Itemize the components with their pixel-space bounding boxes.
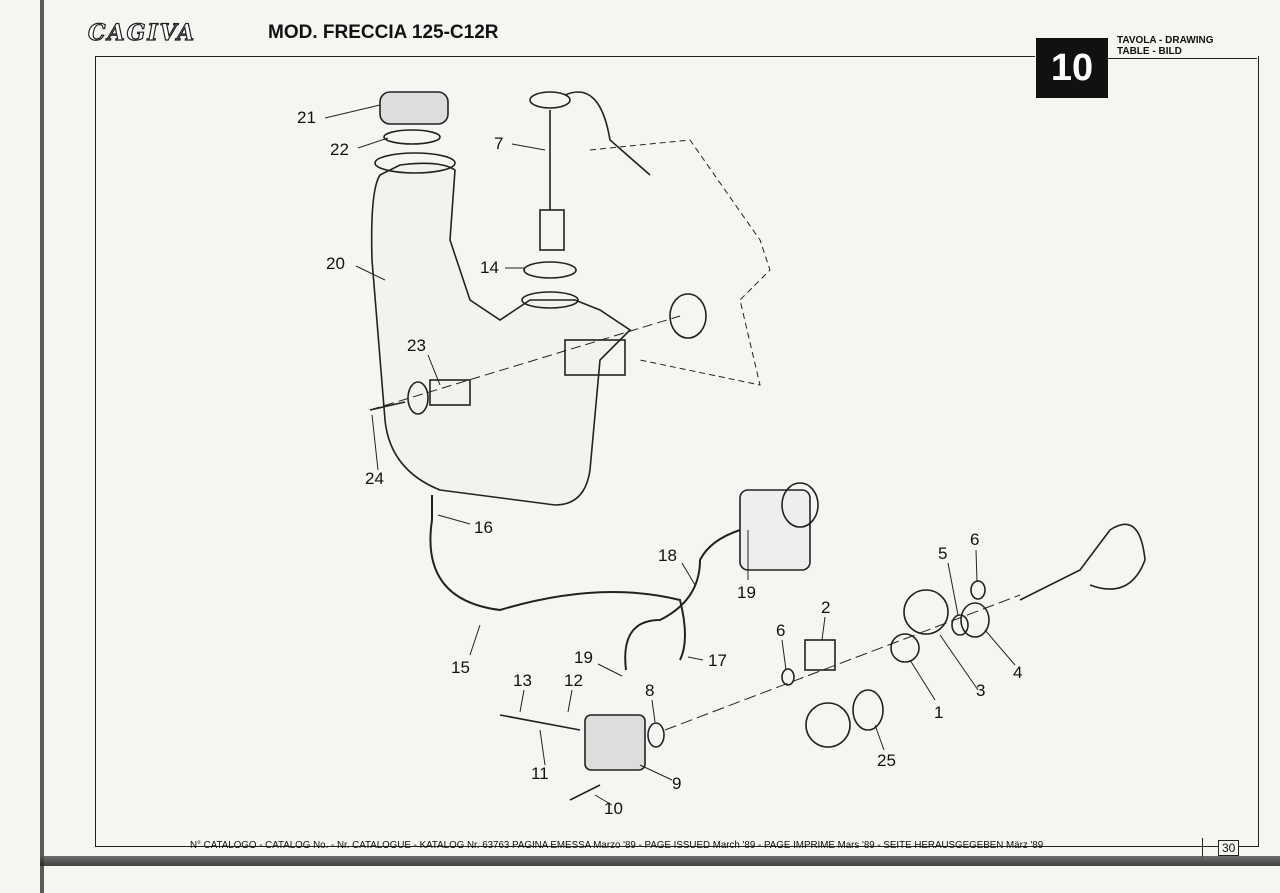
callout-24: 24 — [365, 469, 384, 488]
scan-bottom-edge — [40, 856, 1280, 866]
brand-logo: CAGIVA — [87, 19, 197, 46]
callout-1: 1 — [934, 703, 944, 722]
catalog-footer: N° CATALOGO - CATALOG No. - Nr. CATALOGU… — [190, 839, 1044, 851]
callout-12: 12 — [564, 671, 583, 690]
callout-9: 9 — [672, 774, 682, 793]
callout-17: 17 — [708, 651, 727, 670]
scan-edge — [40, 0, 44, 893]
frame-top-line — [95, 56, 1035, 57]
callout-13: 13 — [513, 671, 532, 690]
callout-23: 23 — [407, 336, 426, 355]
callout-14: 14 — [480, 258, 499, 277]
oil-tank — [370, 152, 632, 506]
callout-15: 15 — [451, 658, 470, 677]
table-number: 10 — [1036, 38, 1108, 98]
callout-7: 7 — [494, 134, 504, 153]
callout-25: 25 — [877, 751, 896, 770]
callout-6b: 6 — [776, 621, 786, 640]
oil-hoses — [429, 495, 741, 671]
callout-19: 19 — [737, 583, 756, 602]
callout-20: 20 — [326, 254, 345, 273]
table-label-line2: TABLE - BILD — [1117, 46, 1182, 57]
callout-22: 22 — [330, 140, 349, 159]
oil-pump — [499, 594, 1021, 801]
callout-5: 5 — [938, 544, 948, 563]
frame-top-line-right — [1107, 58, 1257, 59]
level-sensor — [523, 91, 651, 279]
page-number: 30 — [1218, 840, 1240, 856]
pump-drive-gears — [781, 523, 1146, 748]
leader-lines — [324, 104, 1016, 806]
callout-18: 18 — [658, 546, 677, 565]
callout-3: 3 — [976, 681, 986, 700]
model-title: MOD. FRECCIA 125-C12R — [268, 22, 499, 43]
callout-4: 4 — [1013, 663, 1023, 682]
callout-21: 21 — [297, 108, 316, 127]
drawing-frame — [95, 56, 1259, 847]
table-label: TAVOLA - DRAWING TABLE - BILD — [1117, 35, 1213, 57]
frame-outline — [589, 139, 771, 386]
mounting-parts — [369, 293, 707, 415]
callout-10: 10 — [604, 799, 623, 818]
tank-cap — [379, 91, 449, 145]
callout-8: 8 — [645, 681, 655, 700]
carburetor — [739, 482, 819, 571]
callout-11: 11 — [531, 764, 549, 783]
callout-19b: 19 — [574, 648, 593, 667]
callout-2: 2 — [821, 598, 831, 617]
table-label-line1: TAVOLA - DRAWING — [1117, 35, 1214, 46]
callout-6: 6 — [970, 530, 980, 549]
callout-16: 16 — [474, 518, 493, 537]
footer-divider — [1198, 838, 1203, 858]
